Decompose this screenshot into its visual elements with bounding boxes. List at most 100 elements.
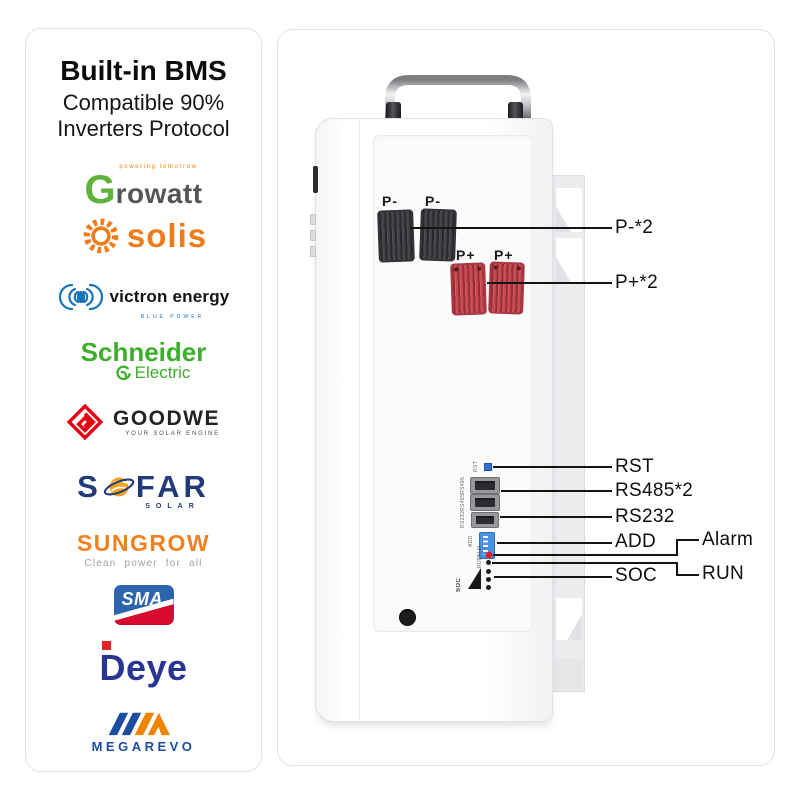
victron-tagline: BLUE POWER <box>140 314 205 320</box>
rs232-port[interactable] <box>471 512 499 528</box>
brand-schneider: Schneider Electric <box>26 339 261 383</box>
connector-label-neg-1: P- <box>382 193 398 209</box>
connector-label-pos-1: P+ <box>456 247 476 263</box>
leader-line-alarm <box>493 554 677 556</box>
leader-line-add <box>497 542 612 544</box>
schneider-wordmark: Schneider <box>80 337 207 367</box>
subtitle-line-1: Compatible 90% <box>62 90 225 115</box>
callout-rs485: RS485*2 <box>615 480 694 501</box>
sma-wordmark: SMA <box>121 589 163 609</box>
side-tab <box>310 246 316 257</box>
bracket-cutout <box>556 598 582 640</box>
growatt-tagline: powering tomorrow <box>119 164 198 170</box>
side-tab <box>310 214 316 225</box>
rs485-port-1[interactable] <box>470 477 500 494</box>
alarm-led <box>486 552 492 558</box>
brand-sma: SMA <box>26 585 261 625</box>
leader-line-run-elbow <box>676 562 678 576</box>
leader-line-rs232 <box>500 516 612 518</box>
bracket-tab <box>554 658 583 690</box>
run-led <box>486 560 491 565</box>
deye-wordmark: Deye <box>99 647 188 688</box>
body-seam <box>359 120 360 720</box>
callout-soc: SOC <box>615 565 658 586</box>
callout-run: RUN <box>702 563 745 584</box>
callout-rst: RST <box>615 456 654 477</box>
port-label-rs485-1: RS485 <box>460 476 466 494</box>
schneider-electric: Electric <box>134 363 191 382</box>
leader-line-rs485 <box>501 490 612 492</box>
leader-line-alarm <box>676 539 699 541</box>
brand-victron: victron energy BLUE POWER <box>26 281 261 320</box>
soc-led <box>486 569 491 574</box>
brand-solis: solis <box>26 215 261 257</box>
soc-led <box>486 585 491 590</box>
soc-label: SOC <box>456 577 462 592</box>
rs485-port-2[interactable] <box>470 494 500 511</box>
megarevo-m-icon <box>108 712 170 736</box>
growatt-rest: rowatt <box>115 178 203 209</box>
leader-line-rst <box>493 466 612 468</box>
goodwe-tagline: YOUR SOLAR ENGINE <box>125 430 220 437</box>
brands-card: Built-in BMS Compatible 90% Inverters Pr… <box>25 28 262 772</box>
led-label-run: RUN <box>477 555 483 568</box>
connector-p-positive <box>450 262 487 316</box>
bracket-cutout <box>556 188 582 232</box>
subtitle-line-2: Inverters Protocol <box>57 116 230 141</box>
brand-goodwe: GOODWE YOUR SOLAR ENGINE <box>26 404 261 440</box>
sungrow-tagline: Clean power for all <box>84 558 203 570</box>
reset-button[interactable] <box>484 463 492 471</box>
callout-add: ADD <box>615 531 657 552</box>
megarevo-wordmark: MEGAREVO <box>91 739 196 754</box>
sma-logo-box: SMA <box>113 585 174 625</box>
bracket-cutout <box>556 238 582 282</box>
goodwe-wordmark: GOODWE <box>113 407 220 431</box>
handle-foot <box>508 102 523 118</box>
port-label-add: ADD <box>468 535 474 547</box>
deye-red-dot <box>102 641 112 650</box>
callout-p-pos: P+*2 <box>615 272 658 293</box>
sofar-s: S <box>77 469 102 504</box>
sofar-far: FAR <box>135 469 210 504</box>
carry-handle <box>385 75 531 120</box>
side-tab <box>310 230 316 241</box>
leader-line-p-neg <box>410 227 612 229</box>
port-label-rs232: RS232 <box>460 510 466 528</box>
callout-alarm: Alarm <box>702 529 754 550</box>
sofar-globe-icon <box>103 477 135 496</box>
brand-sungrow: SUNGROW Clean power for all <box>26 530 261 570</box>
connector-p-negative <box>419 208 457 262</box>
soc-led <box>486 577 491 582</box>
callout-rs232: RS232 <box>615 506 675 527</box>
connector-p-positive <box>488 261 525 315</box>
growatt-g: G <box>84 168 116 212</box>
victron-wordmark: victron energy <box>109 287 230 306</box>
victron-vortex-icon <box>58 283 103 311</box>
soc-ramp-icon <box>468 568 481 589</box>
leader-line-alarm-elbow <box>676 539 678 556</box>
sofar-tagline: SOLAR <box>145 503 200 510</box>
goodwe-diamond-icon <box>67 404 103 440</box>
port-label-rs485-2: RS485 <box>460 493 466 511</box>
callout-p-neg: P-*2 <box>615 217 654 238</box>
brand-megarevo: MEGAREVO <box>26 709 261 754</box>
connector-label-pos-2: P+ <box>494 247 514 263</box>
sungrow-wordmark: SUNGROW <box>76 530 211 556</box>
brand-sofar: S FAR SOLAR <box>26 471 261 510</box>
leader-line-soc <box>494 576 612 578</box>
solis-wordmark: solis <box>126 217 208 254</box>
port-label-rst: RST <box>473 460 479 472</box>
vent-hole <box>399 609 416 626</box>
connector-label-neg-2: P- <box>425 193 441 209</box>
leader-line-run <box>492 562 677 564</box>
schneider-mark-icon <box>115 365 131 380</box>
leader-line-p-pos <box>487 282 612 284</box>
page-title: Built-in BMS <box>60 55 227 86</box>
brand-deye: Deye <box>26 641 261 686</box>
handle-foot <box>386 102 401 118</box>
side-slot <box>313 166 318 193</box>
solis-sun-icon <box>83 218 119 254</box>
